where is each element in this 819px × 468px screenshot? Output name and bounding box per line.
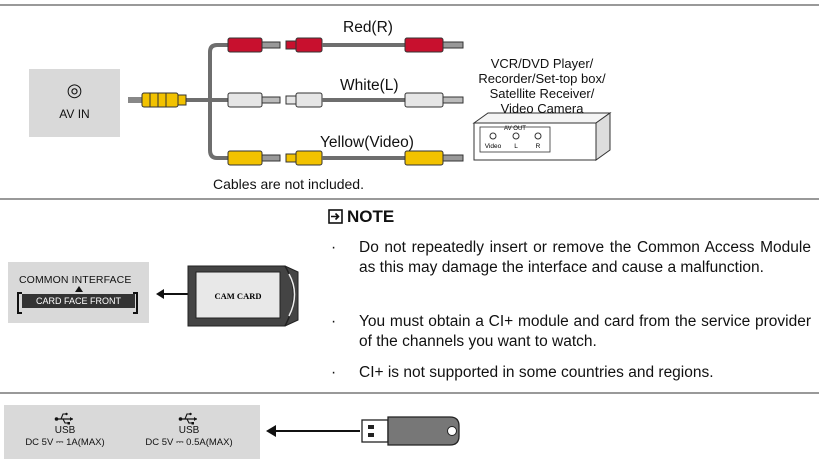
note-heading-text: NOTE bbox=[347, 207, 395, 226]
jack-label-l: L bbox=[514, 143, 518, 150]
note-text: You must obtain a CI+ module and card fr… bbox=[359, 313, 811, 350]
usb-port-1: USB DC 5V ⎓ 1A(MAX) bbox=[10, 411, 120, 449]
device-line: Video Camera bbox=[500, 101, 584, 116]
device-line: VCR/DVD Player/ bbox=[490, 56, 594, 71]
note-heading: NOTE bbox=[328, 207, 394, 227]
left-arrow-icon bbox=[266, 425, 360, 437]
red-cable bbox=[227, 37, 464, 53]
note-item: · You must obtain a CI+ module and card … bbox=[331, 312, 811, 352]
note-item: · Do not repeatedly insert or remove the… bbox=[331, 238, 811, 278]
ci-panel-title: COMMON INTERFACE bbox=[19, 274, 132, 286]
usb-port-label: USB bbox=[178, 425, 200, 436]
red-cable-label: Red(R) bbox=[343, 19, 393, 36]
note-text: CI+ is not supported in some countries a… bbox=[359, 364, 714, 381]
device-line: Satellite Receiver/ bbox=[489, 86, 595, 101]
bullet-icon: · bbox=[331, 313, 337, 330]
source-device-label: VCR/DVD Player/ Recorder/Set-top box/ Sa… bbox=[452, 56, 632, 116]
usb-port-label: USB bbox=[54, 425, 76, 436]
left-arrow-icon bbox=[156, 289, 190, 299]
usb-icon bbox=[178, 412, 197, 425]
white-cable-label: White(L) bbox=[340, 77, 399, 94]
usb-ports-panel: USB DC 5V ⎓ 1A(MAX) USB DC 5V ⎓ 0.5A(MAX… bbox=[4, 405, 260, 459]
note-text: Do not repeatedly insert or remove the C… bbox=[359, 239, 811, 276]
av-in-label: AV IN bbox=[59, 107, 90, 121]
bracket-left-icon bbox=[17, 292, 22, 314]
jack-label-video: Video bbox=[485, 143, 502, 150]
up-arrow-icon bbox=[75, 286, 83, 292]
section-divider-2 bbox=[0, 392, 819, 394]
av-in-panel: ◎ AV IN bbox=[29, 69, 120, 137]
usb-device-graphic bbox=[266, 416, 460, 446]
usb-port-2: USB DC 5V ⎓ 0.5A(MAX) bbox=[134, 411, 244, 449]
bullet-icon: · bbox=[331, 239, 337, 256]
cables-caption: Cables are not included. bbox=[213, 176, 364, 192]
source-device bbox=[472, 112, 612, 161]
av-in-plug bbox=[128, 92, 187, 108]
cam-card-label: CAM CARD bbox=[215, 291, 262, 301]
jack-label-r: R bbox=[536, 143, 541, 150]
av-jack-icon: ◎ bbox=[66, 80, 83, 100]
note-item: · CI+ is not supported in some countries… bbox=[331, 363, 811, 383]
bracket-right-icon bbox=[133, 292, 138, 314]
white-cable bbox=[227, 92, 464, 108]
usb-port-spec: DC 5V ⎓ 0.5A(MAX) bbox=[145, 437, 233, 448]
section-divider-1 bbox=[0, 198, 819, 200]
av-out-label: AV OUT bbox=[504, 126, 526, 132]
usb-flash-drive-icon bbox=[361, 416, 460, 446]
top-divider bbox=[0, 4, 819, 6]
arrow-into-box-icon bbox=[328, 209, 343, 224]
av-cable-diagram: AV OUT Video L R bbox=[128, 37, 612, 166]
device-line: Recorder/Set-top box/ bbox=[478, 71, 606, 86]
cable-trunk bbox=[184, 43, 228, 160]
common-interface-panel: COMMON INTERFACE CARD FACE FRONT bbox=[8, 262, 149, 323]
ci-card-face-label: CARD FACE FRONT bbox=[22, 294, 135, 308]
yellow-cable-label: Yellow(Video) bbox=[320, 134, 414, 151]
cam-card-graphic: CAM CARD bbox=[156, 265, 299, 327]
yellow-cable bbox=[227, 150, 464, 166]
cam-card-icon bbox=[187, 265, 299, 327]
usb-icon bbox=[54, 412, 73, 425]
bullet-icon: · bbox=[331, 364, 337, 381]
usb-port-spec: DC 5V ⎓ 1A(MAX) bbox=[25, 437, 105, 448]
